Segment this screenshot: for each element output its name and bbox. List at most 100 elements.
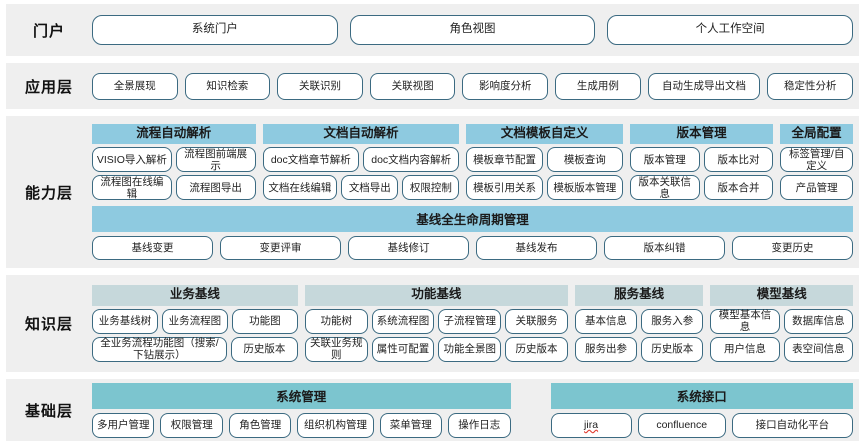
cap-item-doc-content-parse[interactable]: doc文档内容解析 [363,147,460,173]
base-title-system-interface: 系统接口 [550,382,853,409]
group-title-service-baseline: 服务基线 [574,285,704,306]
cap-item-tag-management[interactable]: 标签管理/自定义 [780,147,853,173]
layer-label-capability: 能力层 [24,184,73,202]
cap-item-flowchart-frontend-display[interactable]: 流程图前端展示 [175,147,256,173]
baseline-item-change-review[interactable]: 变更评审 [220,236,341,261]
cap-item-template-query[interactable]: 模板查询 [546,147,623,173]
portal-item-role-view[interactable]: 角色视图 [349,15,596,45]
base-item-permission-management[interactable]: 权限管理 [160,412,223,438]
group-row: 模板章节配置 模板查询 [466,147,623,173]
layer-body-application: 全景展现 知识检索 关联识别 关联视图 影响度分析 生成用例 自动生成导出文档 … [92,63,859,109]
base-title-system-management: 系统管理 [92,382,511,409]
base-item-jira[interactable]: jira [550,412,632,438]
base-columns: 系统管理 多用户管理 权限管理 角色管理 组织机构管理 菜单管理 操作日志 系统… [92,382,853,438]
layer-capability: 能力层 流程自动解析 VISIO导入解析 流程图前端展示 流程图在线编辑 流程图… [6,116,859,268]
cap-item-version-compare[interactable]: 版本比对 [703,147,774,173]
kn-item-related-service[interactable]: 关联服务 [505,308,568,334]
cap-item-product-management[interactable]: 产品管理 [780,175,853,201]
base-item-menu-management[interactable]: 菜单管理 [379,412,443,438]
cap-item-version-merge[interactable]: 版本合并 [703,175,774,201]
kn-item-attribute-configurable[interactable]: 属性可配置 [371,336,435,362]
kn-item-business-flowchart[interactable]: 业务流程图 [161,308,228,334]
knowledge-group-business-baseline: 业务基线 业务基线树 业务流程图 功能图 全业务流程功能图（搜索/下钻展示） 历… [92,285,298,362]
group-row: doc文档章节解析 doc文档内容解析 [262,147,460,173]
group-row: 模板引用关系 模板版本管理 [466,175,623,201]
cap-item-template-chapter-config[interactable]: 模板章节配置 [466,147,543,173]
group-row: 全业务流程功能图（搜索/下钻展示） 历史版本 [92,336,298,362]
cap-item-flowchart-online-edit[interactable]: 流程图在线编辑 [92,175,172,201]
kn-item-related-business-rules[interactable]: 关联业务规则 [304,336,368,362]
cap-item-template-reference[interactable]: 模板引用关系 [466,175,543,201]
kn-item-function-panorama[interactable]: 功能全景图 [438,336,502,362]
layer-body-capability: 流程自动解析 VISIO导入解析 流程图前端展示 流程图在线编辑 流程图导出 文… [92,116,859,268]
kn-item-business-baseline-tree[interactable]: 业务基线树 [92,308,158,334]
kn-item-full-business-flow-function-diagram[interactable]: 全业务流程功能图（搜索/下钻展示） [92,336,227,362]
cap-item-doc-chapter-parse[interactable]: doc文档章节解析 [262,147,359,173]
group-row: 基本信息 服务入参 [574,308,704,334]
kn-item-subprocess-management[interactable]: 子流程管理 [438,308,502,334]
baseline-item-change[interactable]: 基线变更 [92,236,213,261]
layer-application: 应用层 全景展现 知识检索 关联识别 关联视图 影响度分析 生成用例 自动生成导… [6,63,859,109]
knowledge-groups: 业务基线 业务基线树 业务流程图 功能图 全业务流程功能图（搜索/下钻展示） 历… [92,285,853,362]
baseline-item-change-history[interactable]: 变更历史 [732,236,853,261]
layer-label-portal: 门户 [32,22,65,40]
capability-group-doc-parse: 文档自动解析 doc文档章节解析 doc文档内容解析 文档在线编辑 文档导出 权… [262,123,460,201]
kn-item-history-version-business[interactable]: 历史版本 [230,336,298,362]
portal-item-personal-workspace[interactable]: 个人工作空间 [607,15,854,45]
kn-item-database-info[interactable]: 数据库信息 [783,308,853,334]
app-item-relation-recognition[interactable]: 关联识别 [277,72,363,100]
app-item-auto-export-doc[interactable]: 自动生成导出文档 [647,72,761,100]
base-item-interface-automation-platform[interactable]: 接口自动化平台 [731,412,853,438]
layer-knowledge: 知识层 业务基线 业务基线树 业务流程图 功能图 全业务流程功能图（搜索/下钻展… [6,275,859,372]
kn-item-function-diagram[interactable]: 功能图 [231,308,298,334]
kn-item-function-tree[interactable]: 功能树 [304,308,368,334]
app-item-knowledge-search[interactable]: 知识检索 [184,72,271,100]
group-title-process-parse: 流程自动解析 [92,123,256,145]
base-item-jira-label: jira [584,418,599,431]
base-item-operation-log[interactable]: 操作日志 [448,412,511,438]
layer-label-base: 基础层 [24,402,73,420]
app-item-impact-analysis[interactable]: 影响度分析 [462,72,549,100]
cap-item-visio-import-parse[interactable]: VISIO导入解析 [92,147,172,173]
kn-item-user-info[interactable]: 用户信息 [710,336,780,362]
baseline-lifecycle-items: 基线变更 变更评审 基线修订 基线发布 版本纠错 变更历史 [92,236,853,261]
baseline-item-version-correction[interactable]: 版本纠错 [604,236,725,261]
portal-item-system-portal[interactable]: 系统门户 [92,15,338,45]
kn-item-basic-info[interactable]: 基本信息 [574,308,638,334]
kn-item-model-basic-info[interactable]: 模型基本信息 [710,308,780,334]
kn-item-service-output-params[interactable]: 服务出参 [574,336,638,362]
capability-group-version-mgmt: 版本管理 版本管理 版本比对 版本关联信息 版本合并 [629,123,774,201]
cap-item-doc-online-edit[interactable]: 文档在线编辑 [262,175,338,201]
kn-item-system-flowchart[interactable]: 系统流程图 [371,308,435,334]
cap-item-template-version-mgmt[interactable]: 模板版本管理 [546,175,623,201]
group-row: 功能树 系统流程图 子流程管理 关联服务 [304,308,568,334]
kn-item-history-version-function[interactable]: 历史版本 [505,336,568,362]
base-item-multi-user-management[interactable]: 多用户管理 [92,412,155,438]
layer-body-portal: 系统门户 角色视图 个人工作空间 [92,4,859,56]
base-item-confluence[interactable]: confluence [637,412,726,438]
app-item-relation-view[interactable]: 关联视图 [369,72,456,100]
baseline-item-revision[interactable]: 基线修订 [348,236,469,261]
kn-item-history-version-service[interactable]: 历史版本 [641,336,704,362]
baseline-lifecycle-block: 基线全生命周期管理 基线变更 变更评审 基线修订 基线发布 版本纠错 变更历史 [92,206,853,261]
base-row-items: 多用户管理 权限管理 角色管理 组织机构管理 菜单管理 操作日志 [92,412,511,438]
baseline-item-release[interactable]: 基线发布 [476,236,597,261]
group-title-business-baseline: 业务基线 [92,285,298,306]
app-item-generate-usecase[interactable]: 生成用例 [555,72,641,100]
base-item-org-structure-management[interactable]: 组织机构管理 [297,412,374,438]
cap-item-permission-control[interactable]: 权限控制 [402,175,460,201]
cap-item-version-management[interactable]: 版本管理 [629,147,700,173]
cap-item-version-relation-info[interactable]: 版本关联信息 [629,175,700,201]
base-item-role-management[interactable]: 角色管理 [228,412,292,438]
app-item-panorama[interactable]: 全景展现 [92,72,178,100]
cap-item-doc-export[interactable]: 文档导出 [341,175,399,201]
knowledge-group-service-baseline: 服务基线 基本信息 服务入参 服务出参 历史版本 [574,285,704,362]
app-item-stability-analysis[interactable]: 稳定性分析 [767,72,854,100]
group-row: 流程图在线编辑 流程图导出 [92,175,256,201]
baseline-lifecycle-title: 基线全生命周期管理 [92,206,853,233]
cap-item-flowchart-export[interactable]: 流程图导出 [175,175,256,201]
kn-item-service-input-params[interactable]: 服务入参 [641,308,704,334]
kn-item-tablespace-info[interactable]: 表空间信息 [783,336,853,362]
group-row: 关联业务规则 属性可配置 功能全景图 历史版本 [304,336,568,362]
portal-items: 系统门户 角色视图 个人工作空间 [92,15,854,45]
